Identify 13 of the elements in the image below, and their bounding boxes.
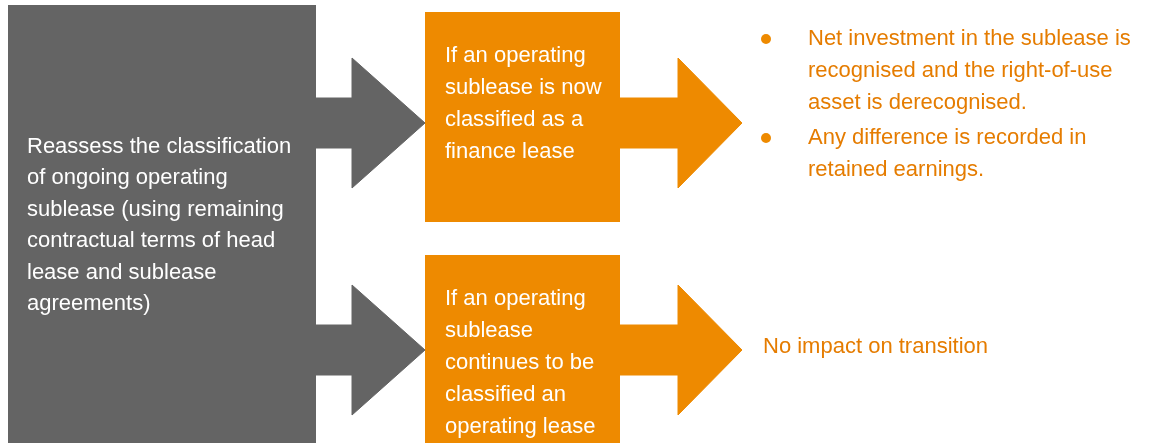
block-arrow: [315, 57, 426, 189]
block-arrow: [315, 284, 426, 416]
block-arrow: [619, 284, 743, 416]
block-arrow: [619, 57, 743, 189]
result-text: No impact on transition: [763, 332, 989, 360]
box-text: Reassess the classification of ongoing operating sublease (using remaining contractual terms of head lease and sublease agreements): [27, 131, 292, 317]
box-text: If an operating sublease continues to be classified an operating lease: [445, 284, 597, 440]
outcome-box: [425, 12, 620, 222]
outcome-box: [425, 255, 620, 443]
process-box: [8, 5, 316, 443]
bullet-text: Any difference is recorded in retained earnings.: [808, 123, 1088, 183]
bullet-text: Net investment in the sublease is recognised and the right-of-use asset is derecognised.: [808, 24, 1132, 116]
box-text: If an operating sublease is now classified as a finance lease: [445, 41, 603, 165]
